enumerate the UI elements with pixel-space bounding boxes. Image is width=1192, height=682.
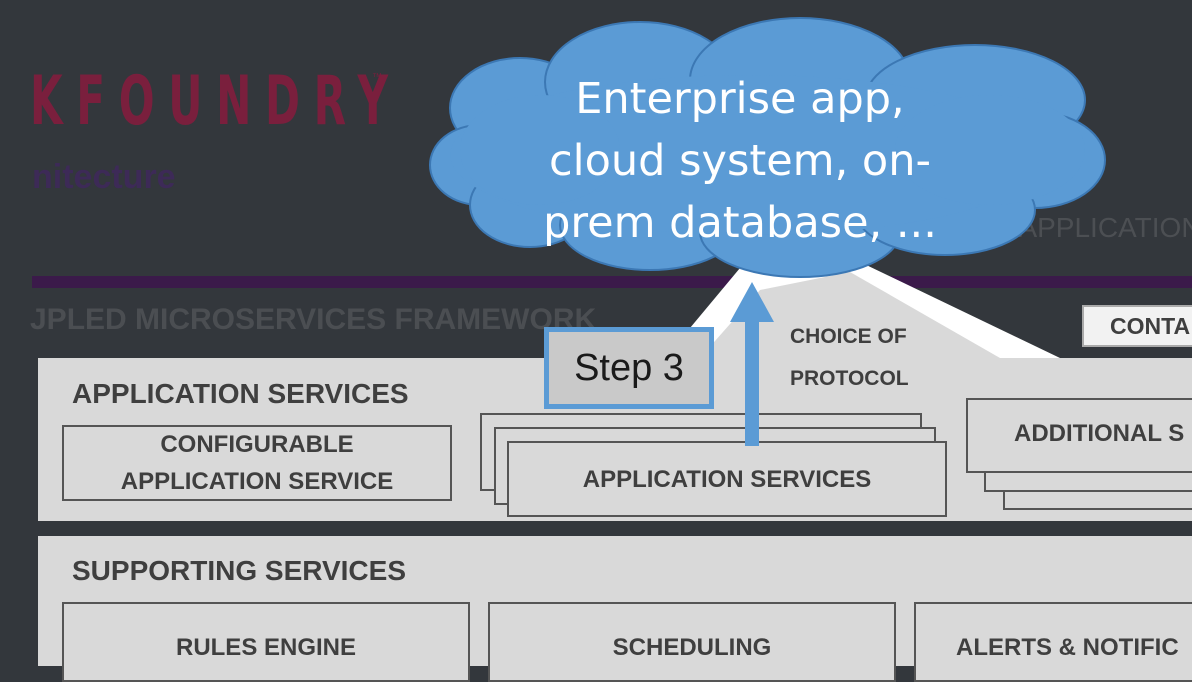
app-services-stack-label: APPLICATION SERVICES: [582, 465, 872, 493]
arrow-head: [730, 282, 774, 322]
cloud-core-3: [895, 95, 1085, 205]
arrow-shaft: [745, 318, 759, 446]
additional-services-box: ADDITIONAL S: [966, 398, 1192, 473]
application-services-title: APPLICATION SERVICES: [72, 378, 409, 409]
logo-wordmark: KFOUNDRY: [30, 62, 402, 141]
trademark-mark: ™: [372, 72, 382, 83]
choice-line1: CHOICE OF: [790, 325, 907, 348]
container-label: CONTA: [1110, 313, 1191, 339]
cloud-text: Enterprise app, cloud system, on- prem d…: [520, 68, 960, 254]
step-3-text: Step 3: [574, 346, 684, 389]
cloud-line1: Enterprise app,: [575, 74, 905, 124]
configurable-application-service-box: CONFIGURABLE APPLICATION SERVICE: [62, 425, 452, 501]
cloud-line2: cloud system, on-: [549, 136, 931, 186]
alerts-notifications-label: ALERTS & NOTIFIC: [956, 634, 1179, 661]
configurable-line2: APPLICATION SERVICE: [120, 468, 394, 495]
step-3-label: Step 3: [544, 327, 714, 409]
configurable-line1: CONFIGURABLE: [160, 431, 354, 458]
cloud-line3: prem database, ...: [543, 198, 937, 248]
additional-services-label: ADDITIONAL S: [1014, 420, 1185, 447]
protocol-wedge-inner: [700, 272, 1000, 358]
upward-arrow: [730, 282, 774, 446]
cloud-core-2: [460, 95, 620, 205]
container-label-box: CONTA: [1082, 305, 1192, 347]
app-services-stack-front: APPLICATION SERVICES: [507, 441, 947, 517]
architecture-subtitle: nitecture: [32, 158, 176, 196]
supporting-services-title: SUPPORTING SERVICES: [72, 555, 407, 586]
choice-of-protocol-label: CHOICE OF PROTOCOL: [790, 316, 909, 400]
choice-line2: PROTOCOL: [790, 367, 909, 390]
protocol-wedge: [665, 262, 1060, 358]
cloud-shape: [429, 17, 1106, 278]
framework-title: JPLED MICROSERVICES FRAMEWORK: [30, 303, 597, 336]
scheduling-label: SCHEDULING: [612, 634, 772, 661]
rules-engine-label: RULES ENGINE: [175, 634, 357, 661]
